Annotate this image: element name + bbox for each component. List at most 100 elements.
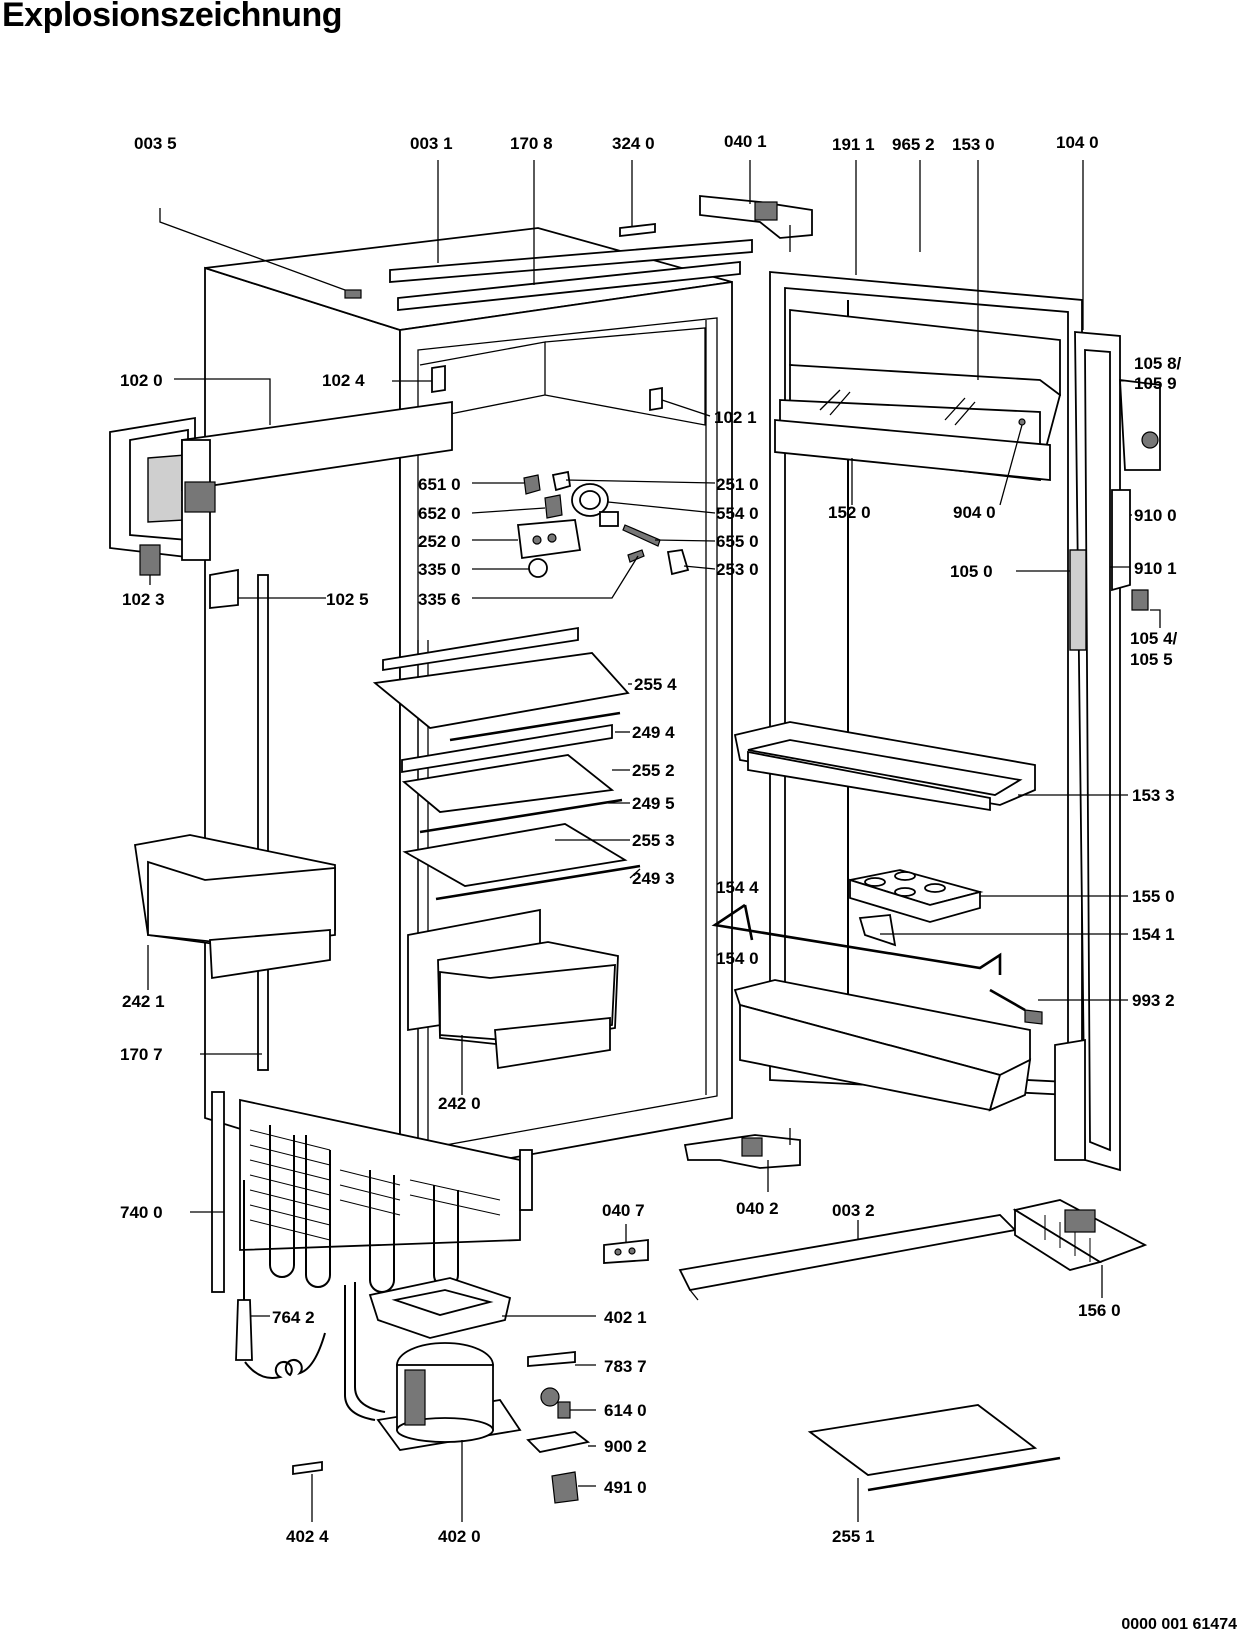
callout-003-5: 003 5 [134,134,177,153]
callout-040-2: 040 2 [736,1199,779,1218]
bracket-102-4 [431,364,446,394]
door-bin-242-1 [133,834,336,980]
callout-402-0: 402 0 [438,1527,481,1546]
callout-191-1: 191 1 [832,135,875,154]
part-491-0 [551,1471,579,1504]
callout-993-2: 993 2 [1132,991,1175,1010]
callout-102-1: 102 1 [714,408,757,427]
callout-255-3: 255 3 [632,831,675,850]
callout-170-8: 170 8 [510,134,553,153]
callout-652-0: 652 0 [418,504,461,523]
capillary-764-2 [235,1299,253,1361]
callout-614-0: 614 0 [604,1401,647,1420]
callout-252-0: 252 0 [418,532,461,551]
callout-253-0: 253 0 [716,560,759,579]
callout-251-0: 251 0 [716,475,759,494]
callout-904-0: 904 0 [953,503,996,522]
callout-153-3: 153 3 [1132,786,1175,805]
callout-402-4: 402 4 [286,1527,329,1546]
callout-154-4: 154 4 [716,878,759,897]
callout-156-0: 156 0 [1078,1301,1121,1320]
bracket-102-1 [649,386,663,412]
callout-255-4: 255 4 [634,675,677,694]
callout-040-1: 040 1 [724,132,767,151]
small-parts [292,1128,801,1504]
glass-shelves [372,626,641,901]
callout-655-0: 655 0 [716,532,759,551]
callout-155-0: 155 0 [1132,887,1175,906]
callout-105-5: 105 5 [1130,650,1173,669]
hinge-105-8 [1119,378,1161,471]
callout-102-0: 102 0 [120,371,163,390]
part-040-7 [603,1238,649,1264]
ice-tray [1012,1199,1148,1271]
callout-910-0: 910 0 [1134,506,1177,525]
callout-170-7: 170 7 [120,1045,163,1064]
bottle-rail [711,903,1002,975]
callout-003-2: 003 2 [832,1201,875,1220]
leader-lines [147,160,1161,1522]
hinge-cover-105-0 [1069,549,1087,651]
callout-740-0: 740 0 [120,1203,163,1222]
callout-242-1: 242 1 [122,992,165,1011]
callout-105-9: 105 9 [1134,374,1177,393]
clip-003-5 [344,289,362,299]
top-hinge [699,195,813,252]
document-number: 0000 001 61474 [1121,1616,1237,1633]
callout-249-5: 249 5 [632,794,675,813]
callout-105-8: 105 8/ [1134,354,1182,373]
callout-102-3: 102 3 [122,590,165,609]
lamp-993-2 [989,988,1043,1025]
callout-152-0: 152 0 [828,503,871,522]
vegetable-drawer [407,908,619,1070]
callout-402-1: 402 1 [604,1308,647,1327]
callout-249-3: 249 3 [632,869,675,888]
callout-242-0: 242 0 [438,1094,481,1113]
callout-900-2: 900 2 [604,1437,647,1456]
drain-strip [257,574,269,1071]
part-402-4 [292,1460,323,1476]
callout-255-2: 255 2 [632,761,675,780]
door-shelf-153-3 [733,721,1036,812]
callout-554-0: 554 0 [716,504,759,523]
kick-plate [678,1214,1017,1301]
callout-764-2: 764 2 [272,1308,315,1327]
callout-105-4: 105 4/ [1130,629,1178,648]
callout-003-1: 003 1 [410,134,453,153]
part-900-2 [526,1431,591,1453]
cover-102-5 [209,568,239,610]
bracket-154-1 [858,914,897,947]
callout-910-1: 910 1 [1134,559,1177,578]
page-title: Explosionszeichnung [2,0,342,34]
callout-651-0: 651 0 [418,475,461,494]
bracket-324-0 [619,222,656,238]
callout-102-5: 102 5 [326,590,369,609]
callout-249-4: 249 4 [632,723,675,742]
callout-491-0: 491 0 [604,1478,647,1497]
callout-255-1: 255 1 [832,1527,875,1546]
callout-labels: 003 5 003 1 170 8 324 0 040 1 191 1 965 … [120,132,1182,1546]
butter-compartment [774,308,1062,482]
part-105-4 [1131,589,1149,611]
callout-154-1: 154 1 [1132,925,1175,944]
fridge-door [769,271,1161,1172]
callout-102-4: 102 4 [322,371,365,390]
hinge-102-3 [139,544,161,576]
compressor [344,1277,522,1451]
glass-plate-255-1 [807,1404,1061,1492]
callout-104-0: 104 0 [1056,133,1099,152]
callout-783-7: 783 7 [604,1357,647,1376]
callout-154-0: 154 0 [716,949,759,968]
callout-105-0: 105 0 [950,562,993,581]
callout-153-0: 153 0 [952,135,995,154]
egg-tray [849,869,984,947]
top-cover-strips [344,222,753,311]
control-parts [516,470,690,578]
freezer-flap [109,364,663,610]
door-shelf-154-0 [733,979,1032,1112]
callout-324-0: 324 0 [612,134,655,153]
callout-335-0: 335 0 [418,560,461,579]
callout-040-7: 040 7 [602,1201,645,1220]
